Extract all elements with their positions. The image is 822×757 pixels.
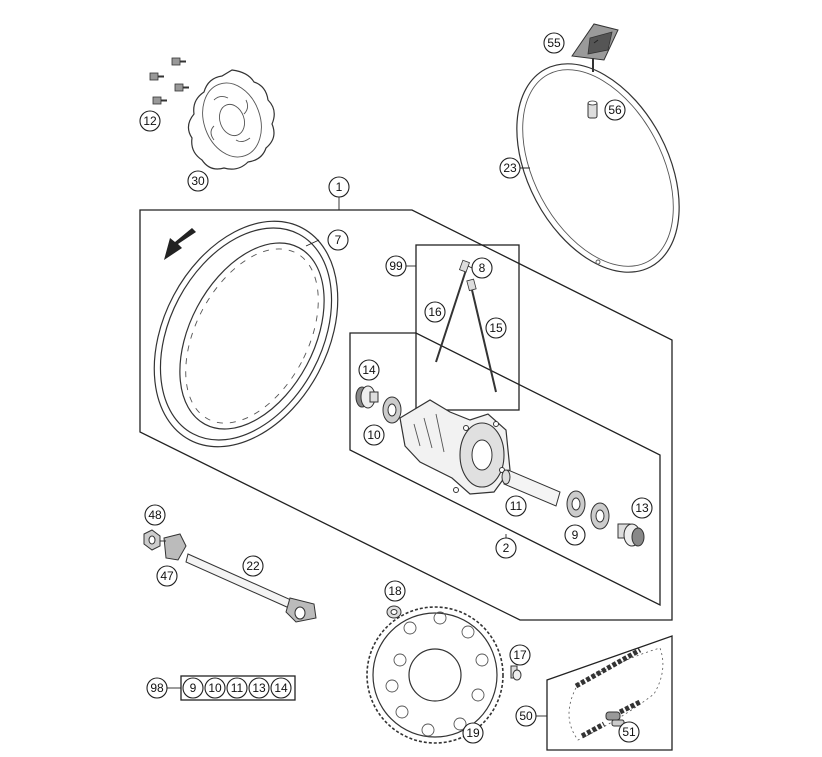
spacer-sleeve <box>501 469 561 507</box>
hub-assembly-frame <box>349 332 661 607</box>
callout-label: 19 <box>466 726 480 740</box>
distance-bushing <box>617 523 645 547</box>
callout-label: 99 <box>389 259 403 273</box>
tire <box>516 63 680 273</box>
brake-disc <box>187 69 275 170</box>
callout-7: 7 <box>327 229 349 251</box>
callout-label: 22 <box>246 559 260 573</box>
callout-13: 13 <box>631 497 653 519</box>
hub-bearing-right-b <box>590 502 610 530</box>
kit-item-11: 11 <box>226 677 248 699</box>
chain-adjuster <box>163 533 187 561</box>
callout-label: 11 <box>510 499 523 513</box>
callout-99: 99 <box>385 255 407 277</box>
callout-22: 22 <box>242 555 264 577</box>
callout-98: 98 <box>146 677 168 699</box>
callout-19: 19 <box>462 722 484 744</box>
kit-item-label: 13 <box>252 681 266 695</box>
hub <box>399 399 511 495</box>
callout-14: 14 <box>358 359 380 381</box>
callout-label: 13 <box>635 501 649 515</box>
callout-label: 16 <box>428 305 442 319</box>
callout-label: 10 <box>367 428 381 442</box>
callout-18: 18 <box>384 580 406 602</box>
callout-16: 16 <box>424 301 446 323</box>
callout-9: 9 <box>564 524 586 546</box>
leader-lines <box>160 39 599 717</box>
callout-2: 2 <box>495 537 517 559</box>
callout-1: 1 <box>328 176 350 198</box>
spoke-kit-frame <box>415 244 520 411</box>
callout-23: 23 <box>499 157 521 179</box>
kit-item-label: 9 <box>190 681 197 695</box>
callout-label: 50 <box>519 709 533 723</box>
axle-nut <box>143 529 161 551</box>
callout-label: 14 <box>362 363 376 377</box>
connecting-link <box>605 711 625 727</box>
kit-item-14: 14 <box>270 677 292 699</box>
callout-label: 51 <box>622 725 636 739</box>
callout-8: 8 <box>471 257 493 279</box>
callout-label: 12 <box>143 114 157 128</box>
callout-55: 55 <box>543 32 565 54</box>
callout-12: 12 <box>139 110 161 132</box>
callout-label: 18 <box>388 584 402 598</box>
kit-item-label: 14 <box>274 681 288 695</box>
callout-11: 11 <box>505 495 527 517</box>
callout-label: 15 <box>489 321 503 335</box>
disc-bolts <box>149 57 189 105</box>
rotation-arrow-icon <box>164 228 196 260</box>
sprocket-bolt <box>510 665 522 681</box>
callout-label: 48 <box>148 508 162 522</box>
rear-sprocket <box>366 606 504 744</box>
callout-51: 51 <box>618 721 640 743</box>
callout-50: 50 <box>515 705 537 727</box>
axle <box>185 553 317 623</box>
callout-label: 7 <box>335 233 342 247</box>
callout-10: 10 <box>363 424 385 446</box>
callout-30: 30 <box>187 170 209 192</box>
callout-label: 98 <box>150 681 164 695</box>
callout-47: 47 <box>156 565 178 587</box>
wheel-assembly-frame <box>139 209 673 621</box>
callout-label: 56 <box>608 103 622 117</box>
sprocket-nut <box>386 605 402 619</box>
callout-17: 17 <box>509 644 531 666</box>
hub-bearing-left <box>382 396 402 424</box>
chain-kit-frame <box>546 635 673 751</box>
kit-item-label: 11 <box>231 681 244 695</box>
chain <box>568 647 664 741</box>
callout-56: 56 <box>604 99 626 121</box>
kit-item-13: 13 <box>248 677 270 699</box>
callout-15: 15 <box>485 317 507 339</box>
kit-item-label: 10 <box>208 681 222 695</box>
callout-label: 8 <box>479 261 486 275</box>
kit-item-10: 10 <box>204 677 226 699</box>
valve-nut <box>587 100 598 119</box>
hub-seal <box>355 385 379 409</box>
callout-label: 30 <box>191 174 205 188</box>
callout-label: 9 <box>572 528 579 542</box>
hub-bearing-right-a <box>566 490 586 518</box>
callout-label: 23 <box>503 161 517 175</box>
callout-label: 17 <box>513 648 527 662</box>
rim <box>153 220 339 448</box>
callout-label: 55 <box>547 36 561 50</box>
callout-48: 48 <box>144 504 166 526</box>
kit-item-9: 9 <box>182 677 204 699</box>
callout-label: 1 <box>336 180 343 194</box>
callout-label: 2 <box>503 541 510 555</box>
callout-label: 47 <box>160 569 174 583</box>
spokes <box>435 259 497 393</box>
